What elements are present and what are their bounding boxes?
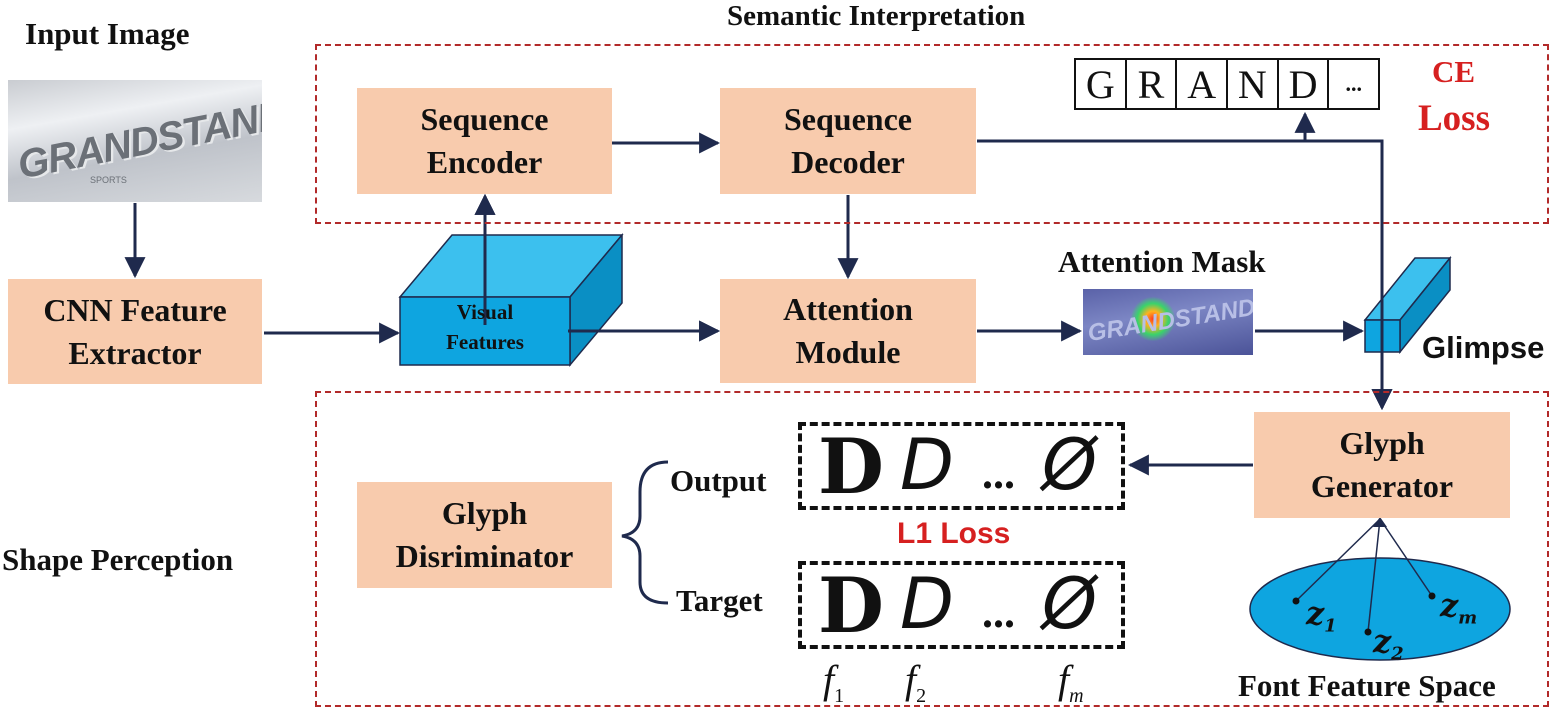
cnn-box-line2: Extractor: [68, 334, 202, 371]
font-feature-space-label: Font Feature Space: [1238, 668, 1496, 703]
attention-mask-label: Attention Mask: [1058, 244, 1266, 279]
cnn-box-line1: CNN Feature: [43, 291, 227, 328]
input-image: GRANDSTAND SPORTS: [8, 80, 262, 202]
token-2: A: [1177, 60, 1229, 108]
target-glyph-slashed: Ø: [1042, 563, 1098, 645]
f2-text: f2: [905, 657, 927, 707]
latent-z2: z2: [1373, 622, 1404, 665]
glyph-discriminator-box: Glyph Disriminator: [357, 482, 612, 588]
visual-features-line1: Visual: [456, 300, 514, 324]
ce-loss-label-line2: Loss: [1418, 98, 1490, 139]
output-glyph-d-bold: D: [818, 422, 884, 511]
semantic-region: [315, 44, 1549, 224]
shape-perception-label: Shape Perception: [2, 542, 234, 577]
target-dots: ...: [982, 588, 1015, 637]
cnn-feature-extractor-box: CNN Feature Extractor: [8, 279, 262, 384]
attention-module-box: Attention Module: [720, 279, 976, 383]
f-label-m: fm: [1058, 656, 1084, 708]
glimpse-cuboid: [1363, 255, 1452, 355]
token-0: G: [1076, 60, 1127, 108]
output-glyph-row: D D ... Ø: [798, 422, 1125, 511]
latent-zm: zm: [1440, 586, 1478, 629]
attention-heatmap-spot: [1131, 297, 1175, 341]
visual-features-label: Visual Features: [400, 297, 570, 357]
attention-mask-image: GRANDSTAND: [1083, 289, 1253, 355]
seq-decoder-line2: Decoder: [791, 144, 905, 180]
glyph-disc-line1: Glyph: [441, 495, 528, 531]
visual-features-cube: [398, 232, 624, 368]
output-glyph-slashed: Ø: [1042, 424, 1098, 506]
target-glyph-d-script: D: [900, 563, 954, 645]
glimpse-label: Glimpse: [1422, 330, 1545, 365]
input-image-subtext: SPORTS: [90, 175, 127, 185]
sequence-decoder-box: Sequence Decoder: [720, 88, 976, 194]
l1-loss-label: L1 Loss: [897, 517, 1011, 550]
output-dots: ...: [982, 449, 1015, 498]
target-label: Target: [676, 583, 763, 618]
ce-loss-label-line1: CE: [1432, 54, 1476, 89]
predicted-token-row: G R A N D ...: [1074, 58, 1380, 110]
bracket: [621, 460, 669, 605]
f1-text: f1: [823, 657, 845, 707]
glyph-generator-box: Glyph Generator: [1254, 412, 1510, 518]
f-label-2: f2: [905, 656, 926, 708]
latent-z1: z1: [1306, 594, 1337, 637]
seq-encoder-line1: Sequence: [420, 101, 549, 137]
token-3: N: [1228, 60, 1279, 108]
semantic-interpretation-title: Semantic Interpretation: [727, 0, 1026, 32]
token-5: ...: [1345, 71, 1362, 96]
glyph-gen-line1: Glyph: [1339, 425, 1425, 461]
output-label: Output: [670, 463, 767, 498]
visual-features-line2: Features: [446, 330, 524, 354]
seq-encoder-line2: Encoder: [426, 144, 543, 180]
token-4: D: [1279, 60, 1330, 108]
seq-decoder-line1: Sequence: [784, 101, 912, 137]
attention-line1: Attention: [783, 291, 913, 327]
target-glyph-d-bold: D: [818, 561, 884, 650]
output-glyph-d-script: D: [900, 424, 954, 506]
input-image-label: Input Image: [25, 16, 190, 51]
token-1: R: [1127, 60, 1178, 108]
glyph-gen-line2: Generator: [1310, 468, 1454, 504]
fm-text: fm: [1058, 657, 1084, 707]
glyph-disc-line2: Disriminator: [395, 538, 574, 574]
attention-line2: Module: [795, 334, 901, 370]
target-glyph-row: D D ... Ø: [798, 561, 1125, 650]
f-label-1: f1: [823, 656, 844, 708]
attention-mask-text: GRANDSTAND: [1085, 293, 1253, 348]
shape-region: [315, 391, 1549, 707]
sequence-encoder-box: Sequence Encoder: [357, 88, 612, 194]
input-image-text: GRANDSTAND: [14, 92, 262, 188]
